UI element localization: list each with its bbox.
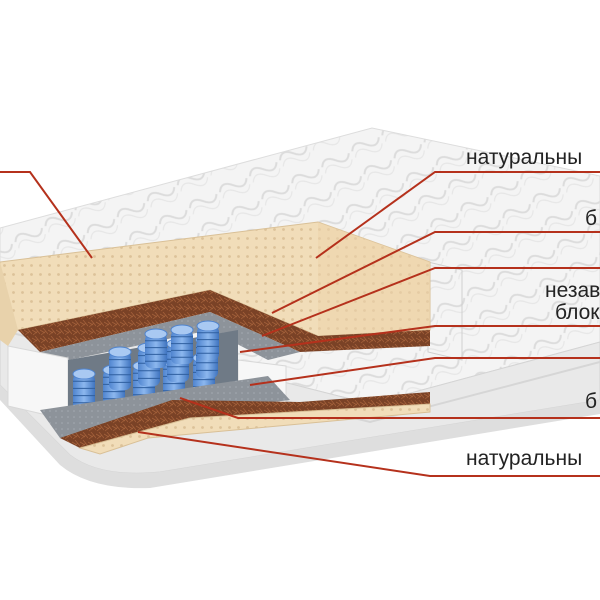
leader-line [137,431,600,477]
leader-lines [0,171,600,477]
callout-spring-line1: незав [545,279,600,302]
leader-line [315,171,600,259]
callout-coir-bottom: б [585,390,598,413]
callout-coir-top: б [585,207,598,230]
cover-cut-side [427,261,463,361]
callout-top-latex: натуральны [466,146,583,169]
leader-line [249,357,600,386]
callout-bottom-latex: натуральны [466,447,583,470]
spring-coil [108,346,132,390]
spring-coil [196,320,220,360]
latex-bottom-layer [78,403,431,455]
coir-bottom-layer [60,392,430,448]
spring-coil [170,324,194,364]
leader-line [261,267,600,337]
felt-top-layer [40,312,300,362]
leader-line [271,231,600,314]
leader-line [0,171,93,259]
spring-coil [144,328,168,368]
leader-line [179,397,600,419]
leader-line [239,325,600,353]
callout-spring-line2: блок [555,301,600,324]
spring-coil [72,368,96,410]
coir-top-layer [18,290,430,352]
